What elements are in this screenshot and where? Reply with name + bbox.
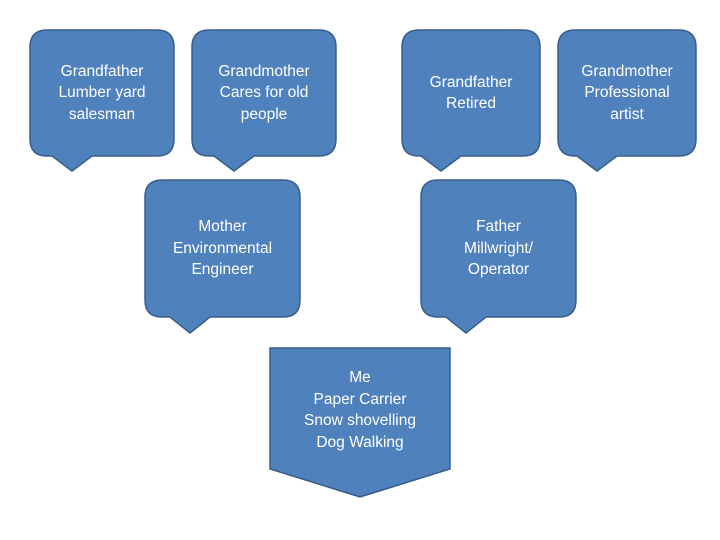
text-line: Lumber yard (58, 84, 146, 102)
text-line: Millwright/ (464, 239, 533, 257)
text-line: Mother (198, 218, 247, 236)
text-line: Operator (467, 261, 530, 279)
grandmother-maternal-callout (557, 29, 697, 172)
text-line: Environmental (172, 239, 273, 257)
text-line: Retired (446, 95, 496, 112)
text-line: people (240, 105, 288, 123)
text-line: Cares for old (219, 84, 309, 102)
text-line: Professional (584, 84, 670, 102)
text-line: Me (349, 369, 371, 386)
text-line: Snow shovelling (303, 412, 416, 429)
text-line: Paper Carrier (313, 390, 407, 408)
text-line: Grandmother (581, 62, 673, 80)
text-line: salesman (68, 105, 136, 123)
text-line: Dog Walking (316, 433, 404, 451)
text-line: Grandfather (60, 62, 144, 80)
father-callout (420, 179, 577, 334)
grandmother-paternal-callout (191, 29, 337, 172)
text-line: Grandmother (218, 62, 310, 80)
text-line: artist (610, 105, 644, 123)
grandfather-paternal-callout (29, 29, 175, 172)
mother-callout (144, 179, 301, 334)
grandfather-maternal-callout (401, 29, 541, 172)
me-pentagon (269, 347, 451, 498)
text-line: Father (476, 218, 521, 236)
text-line: Grandfather (429, 73, 513, 91)
text-line: Engineer (191, 261, 254, 279)
